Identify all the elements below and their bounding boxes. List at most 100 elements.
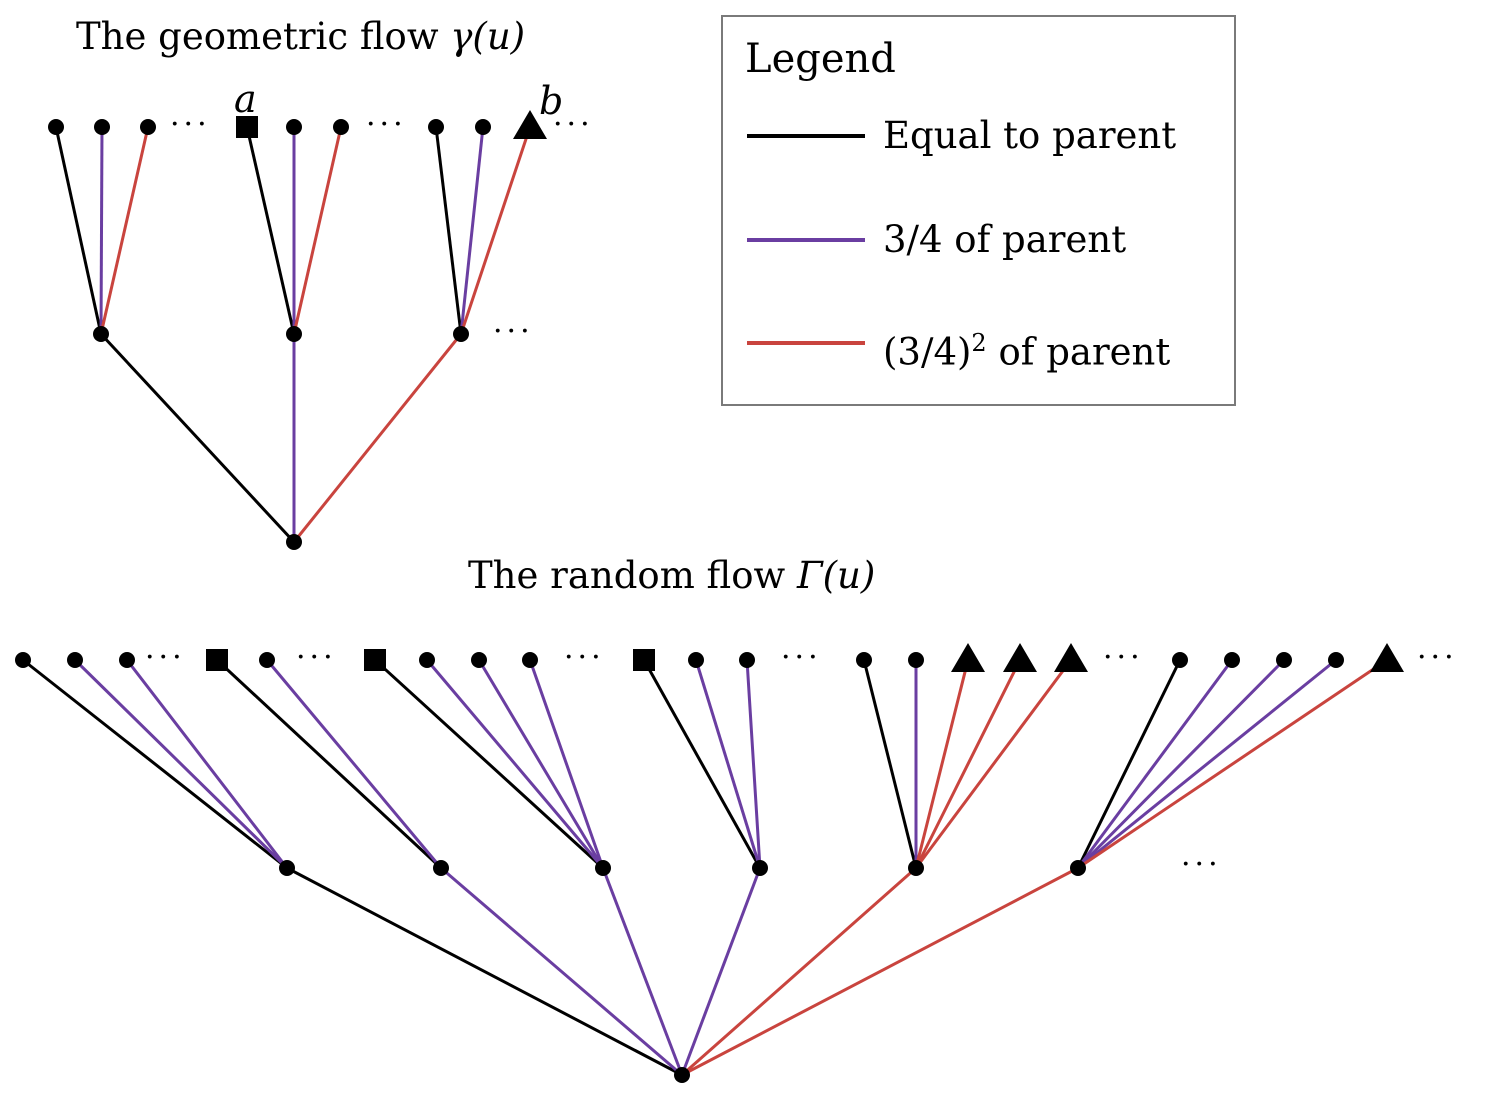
random-edge-node-3-to-leaf-4 [528,659,605,869]
random-leaf-circle-node [259,652,275,668]
random-edge-node-5-to-leaf-1 [862,659,918,869]
ellipsis: ··· [553,107,594,142]
random-edge-node-3-to-leaf-3 [477,659,605,869]
random-leaf-circle-node [1276,652,1292,668]
geometric-leaf-square-node [236,116,258,138]
geometric-leaf-circle-node [333,119,349,135]
random-edge-node-4-to-leaf-3 [745,659,762,869]
ellipsis: ··· [564,640,605,675]
geometric-edge-root-to-node-1 [99,332,296,544]
node-label-b: b [539,79,564,123]
ellipsis: ··· [1181,847,1222,882]
random-edge-node-2-to-leaf-2 [265,659,443,869]
legend-swatch-nine-sixteenths [747,341,865,345]
random-leaf-circle-node [522,652,538,668]
random-flow-title-math: Γ(u) [796,554,876,597]
ellipsis: ··· [170,107,211,142]
ellipsis: ··· [296,640,337,675]
random-leaf-square-node [206,649,228,671]
random-middle-node-6 [1070,860,1086,876]
random-edge-node-4-to-leaf-2 [694,659,762,869]
legend-box: Legend Equal to parent 3/4 of parent (3/… [721,15,1236,406]
geometric-edge-node-3-to-leaf-2 [459,126,485,335]
legend-title: Legend [745,36,896,82]
geometric-leaf-triangle-node [513,110,547,139]
random-edge-root-to-node-1 [286,866,683,1077]
random-edge-node-6-to-leaf-2 [1076,659,1234,869]
geometric-leaf-circle-node [140,119,156,135]
random-edge-node-5-to-leaf-4 [914,659,1022,869]
random-leaf-circle-node [419,652,435,668]
random-leaf-circle-node [1224,652,1240,668]
random-middle-node-5 [908,860,924,876]
random-root-node [674,1067,690,1083]
geometric-flow-title-text: The geometric flow [76,15,439,58]
random-edge-node-1-to-leaf-1 [22,658,288,870]
random-leaf-triangle-node [1054,643,1088,672]
ellipsis: ··· [1103,640,1144,675]
random-middle-node-2 [433,860,449,876]
random-edge-node-3-to-leaf-1 [373,658,605,870]
random-leaf-circle-node [119,652,135,668]
legend-label-nine-sixteenths: (3/4)2 of parent [883,320,1170,375]
geometric-edge-node-1-to-leaf-1 [54,126,103,335]
geometric-flow-title-math: γ(u) [450,15,526,58]
node-label-a: a [234,77,257,121]
geometric-middle-node-3 [453,326,469,342]
ellipsis: ··· [493,314,534,349]
random-edge-node-1-to-leaf-3 [125,659,289,869]
random-flow-title-text: The random flow [468,554,786,597]
random-edge-node-6-to-leaf-4 [1077,658,1337,870]
ellipsis: ··· [1417,640,1458,675]
legend-swatch-equal [747,134,865,138]
geometric-middle-node-2 [286,326,302,342]
legend-item-three-quarters: 3/4 of parent [747,217,1227,263]
geometric-leaf-circle-node [94,119,110,135]
legend-label-equal: Equal to parent [883,114,1177,157]
random-edge-node-4-to-leaf-1 [642,659,762,869]
random-leaf-circle-node [15,652,31,668]
random-leaf-circle-node [1328,652,1344,668]
geometric-leaf-circle-node [428,119,444,135]
legend-label-three-quarters: 3/4 of parent [883,218,1127,261]
ellipsis: ··· [145,640,186,675]
random-edge-node-3-to-leaf-2 [425,659,605,869]
random-edge-root-to-node-2 [440,866,683,1077]
random-edge-root-to-node-6 [681,866,1079,1077]
ellipsis: ··· [366,107,407,142]
tree-edges [22,126,1388,1077]
random-middle-node-1 [279,860,295,876]
random-edge-node-5-to-leaf-5 [914,659,1073,869]
random-edge-node-6-to-leaf-3 [1076,658,1286,870]
legend-item-equal: Equal to parent [747,113,1227,159]
geometric-edge-node-3-to-leaf-1 [434,126,463,335]
random-leaf-triangle-node [1003,643,1037,672]
legend-label-exponent: 2 [971,329,987,357]
random-edge-root-to-node-5 [681,866,917,1077]
legend-label-suffix: of parent [986,330,1171,374]
geometric-edge-node-1-to-leaf-2 [99,126,104,335]
random-leaf-circle-node [1172,652,1188,668]
geometric-edge-node-1-to-leaf-3 [99,126,150,335]
random-leaf-square-node [633,649,655,671]
random-edge-node-6-to-leaf-5 [1077,658,1388,870]
random-edge-node-2-to-leaf-1 [215,658,443,870]
geometric-middle-node-1 [93,326,109,342]
geometric-leaf-circle-node [286,119,302,135]
random-leaf-circle-node [67,652,83,668]
random-edge-node-5-to-leaf-3 [914,659,970,869]
geometric-edge-node-2-to-leaf-1 [245,126,296,335]
geometric-leaf-circle-node [475,119,491,135]
geometric-edge-root-to-node-3 [292,333,463,543]
random-leaf-triangle-node [951,643,985,672]
geometric-leaf-circle-node [48,119,64,135]
random-leaf-circle-node [856,652,872,668]
random-leaf-circle-node [471,652,487,668]
ellipsis: ··· [781,640,822,675]
random-edge-root-to-node-4 [680,867,762,1076]
tree-nodes [15,110,1404,1083]
random-edge-root-to-node-3 [601,867,684,1076]
geometric-edge-node-2-to-leaf-3 [292,126,343,335]
legend-label-base: (3/4) [883,330,972,374]
